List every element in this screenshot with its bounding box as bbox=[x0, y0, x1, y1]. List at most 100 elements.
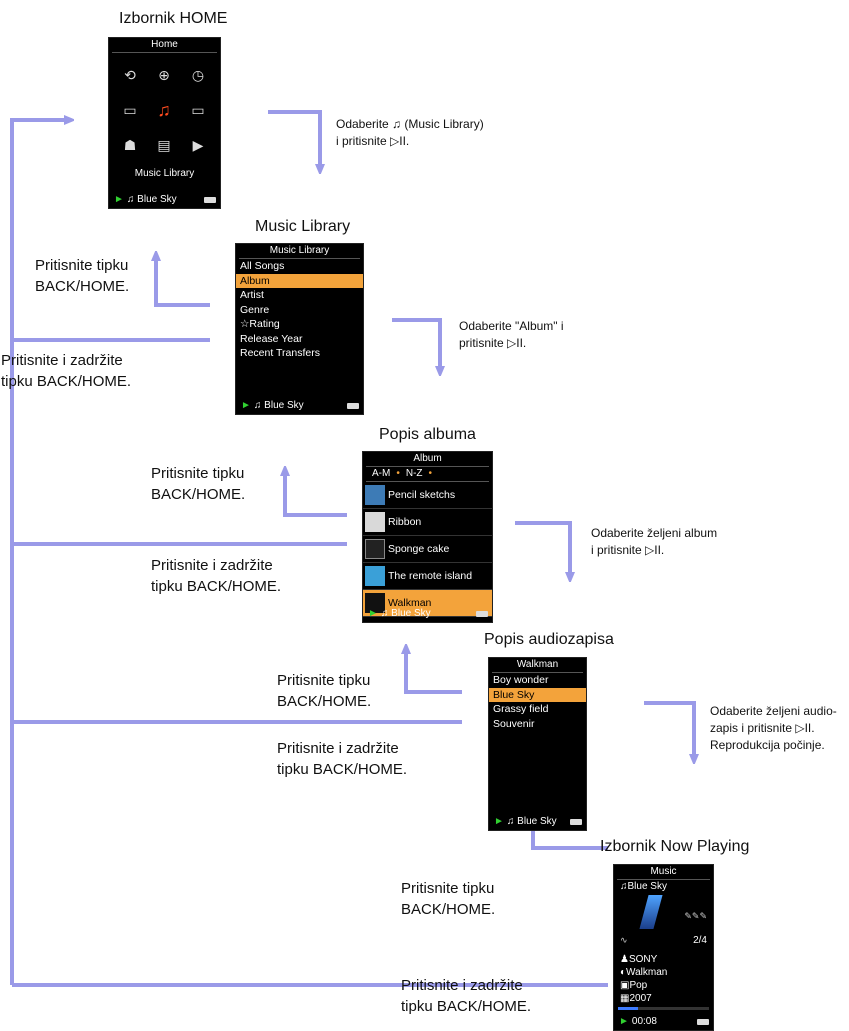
nowplaying-year: 2007 bbox=[629, 993, 652, 1004]
tracks-footer: ►♫ Blue Sky bbox=[489, 814, 586, 830]
album-row[interactable]: Pencil sketchs bbox=[363, 482, 492, 509]
back-instruction-3: Pritisnite tipku BACK/HOME. bbox=[277, 670, 371, 712]
album-row[interactable]: The remote island bbox=[363, 563, 492, 590]
back-instruction-1: Pritisnite tipku BACK/HOME. bbox=[35, 255, 129, 297]
year-icon: ▦ bbox=[620, 993, 630, 1004]
walkman-logo-icon: ∿ bbox=[620, 935, 628, 945]
back-instruction-4-line1: Pritisnite tipku bbox=[401, 880, 495, 897]
hold-instruction-1-line2: tipku BACK/HOME. bbox=[1, 373, 132, 390]
step-note-1-line1: Odaberite ♫ (Music Library) bbox=[336, 117, 484, 131]
battery-icon bbox=[476, 611, 488, 617]
albums-title: Popis albuma bbox=[379, 426, 476, 443]
back-instruction-2: Pritisnite tipku BACK/HOME. bbox=[151, 463, 245, 505]
step-note-3: Odaberite željeni album i pritisnite ▷II… bbox=[591, 525, 717, 559]
hold-instruction-3-line2: tipku BACK/HOME. bbox=[277, 761, 408, 778]
library-item-genre[interactable]: Genre bbox=[240, 303, 270, 316]
index-n-z[interactable]: N-Z bbox=[405, 468, 423, 479]
hold-instruction-2: Pritisnite i zadržite tipku BACK/HOME. bbox=[151, 555, 281, 597]
search-icon[interactable]: ⊕ bbox=[158, 67, 170, 83]
index-a-m[interactable]: A-M bbox=[372, 468, 391, 479]
nowplaying-meta: ♟SONY ◐Walkman ▣Pop ▦2007 bbox=[614, 953, 713, 1005]
podcast-icon[interactable]: ▶ bbox=[192, 137, 204, 153]
albums-footer: ►♫ Blue Sky bbox=[363, 606, 492, 622]
progress-bar[interactable] bbox=[618, 1007, 709, 1010]
library-screen: Music Library All Songs Album Artist Gen… bbox=[235, 243, 364, 415]
play-indicator-icon: ► bbox=[114, 194, 124, 205]
toolbox-icon[interactable]: ☗ bbox=[123, 137, 137, 153]
back-instruction-4-line2: BACK/HOME. bbox=[401, 901, 496, 918]
albums-header: Album bbox=[366, 452, 489, 467]
hold-instruction-1: Pritisnite i zadržite tipku BACK/HOME. bbox=[1, 350, 131, 392]
photo-icon[interactable]: ▭ bbox=[123, 102, 137, 118]
play-indicator-icon: ► bbox=[619, 1016, 629, 1027]
nowplaying-rating: 2/4 bbox=[693, 935, 707, 946]
album-row-label: The remote island bbox=[388, 570, 473, 582]
back-instruction-3-line1: Pritisnite tipku bbox=[277, 672, 371, 689]
album-icon: ◐ bbox=[620, 967, 627, 978]
step-note-2-line2: pritisnite ▷II. bbox=[459, 336, 527, 350]
genre-icon: ▣ bbox=[620, 980, 630, 991]
library-footer-track: ♫ Blue Sky bbox=[253, 400, 304, 411]
library-item-all-songs[interactable]: All Songs bbox=[240, 260, 285, 272]
step-note-4-line1: Odaberite željeni audio- bbox=[710, 704, 837, 718]
album-row[interactable]: Walkman bbox=[363, 590, 492, 617]
nowplaying-header: Music bbox=[617, 865, 710, 880]
clock-icon[interactable]: ◷ bbox=[191, 67, 205, 83]
back-instruction-2-line1: Pritisnite tipku bbox=[151, 465, 245, 482]
step-note-3-line1: Odaberite željeni album bbox=[591, 526, 718, 540]
step-note-2: Odaberite "Album" i pritisnite ▷II. bbox=[459, 318, 564, 352]
track-item[interactable]: Boy wonder bbox=[493, 674, 549, 686]
library-item-album[interactable]: Album bbox=[236, 273, 363, 288]
battery-icon bbox=[570, 819, 582, 825]
step-note-1-line2: i pritisnite ▷II. bbox=[336, 134, 410, 148]
home-footer: ►♫ Blue Sky bbox=[109, 192, 220, 208]
video-icon[interactable]: ▭ bbox=[191, 102, 205, 118]
nowplaying-genre: Pop bbox=[629, 980, 648, 991]
library-item-artist[interactable]: Artist bbox=[240, 289, 264, 301]
album-row[interactable]: Sponge cake bbox=[363, 536, 492, 563]
tracks-screen: Walkman Boy wonder Blue Sky Grassy field… bbox=[488, 657, 587, 831]
nowplaying-artist: SONY bbox=[628, 954, 658, 965]
library-item-rating[interactable]: ☆Rating bbox=[240, 318, 280, 330]
forward-arrow-1 bbox=[268, 110, 320, 170]
nowplaying-screen: Music ♫Blue Sky ✎✎✎ 2/4 ∿ ♟SONY ◐Walkman… bbox=[613, 864, 714, 1031]
index-dot-icon: • bbox=[396, 468, 400, 479]
artist-icon: ♟ bbox=[620, 954, 629, 965]
play-indicator-icon: ► bbox=[241, 400, 251, 411]
shuffle-icon[interactable]: ⟲ bbox=[124, 67, 136, 83]
nowplaying-artist-row: ♟SONY bbox=[614, 953, 713, 966]
hold-instruction-4-line1: Pritisnite i zadržite bbox=[401, 977, 523, 994]
step-note-4-line2: zapis i pritisnite ▷II. bbox=[710, 721, 815, 735]
album-index-bar: A-M • N-Z • bbox=[366, 467, 489, 482]
back-instruction-1-line2: BACK/HOME. bbox=[35, 278, 130, 295]
nowplaying-time: 00:08 bbox=[631, 1016, 657, 1027]
home-footer-track: ♫ Blue Sky bbox=[126, 194, 177, 205]
track-item[interactable]: Blue Sky bbox=[489, 687, 586, 702]
nowplaying-footer: ►00:08 bbox=[614, 1014, 713, 1030]
music-note-icon[interactable]: ♫ bbox=[157, 100, 171, 120]
library-item-release-year[interactable]: Release Year bbox=[240, 332, 303, 345]
library-item-recent-transfers[interactable]: Recent Transfers bbox=[240, 347, 320, 359]
hold-instruction-4-line2: tipku BACK/HOME. bbox=[401, 998, 532, 1015]
track-item[interactable]: Grassy field bbox=[493, 703, 549, 715]
back-arrow-library bbox=[156, 255, 210, 307]
tracks-footer-track: ♫ Blue Sky bbox=[506, 816, 557, 827]
battery-icon bbox=[697, 1019, 709, 1025]
step-note-3-line2: i pritisnite ▷II. bbox=[591, 543, 665, 557]
home-header: Home bbox=[112, 38, 217, 53]
album-row-label: Walkman bbox=[388, 597, 432, 609]
home-title: Izbornik HOME bbox=[119, 10, 228, 27]
album-art-icon bbox=[365, 539, 385, 559]
hold-instruction-4: Pritisnite i zadržite tipku BACK/HOME. bbox=[401, 975, 531, 1017]
album-row[interactable]: Ribbon bbox=[363, 509, 492, 536]
nowplaying-album-row: ◐Walkman bbox=[614, 966, 713, 979]
library-title: Music Library bbox=[255, 218, 351, 235]
step-note-4: Odaberite željeni audio- zapis i pritisn… bbox=[710, 703, 837, 754]
back-arrow-albums bbox=[285, 470, 347, 517]
document-icon[interactable]: ▤ bbox=[157, 137, 171, 153]
back-instruction-2-line2: BACK/HOME. bbox=[151, 486, 246, 503]
library-footer: ►♫ Blue Sky bbox=[236, 398, 363, 414]
track-item[interactable]: Souvenir bbox=[493, 717, 535, 730]
nowplaying-title: Izbornik Now Playing bbox=[600, 838, 750, 855]
